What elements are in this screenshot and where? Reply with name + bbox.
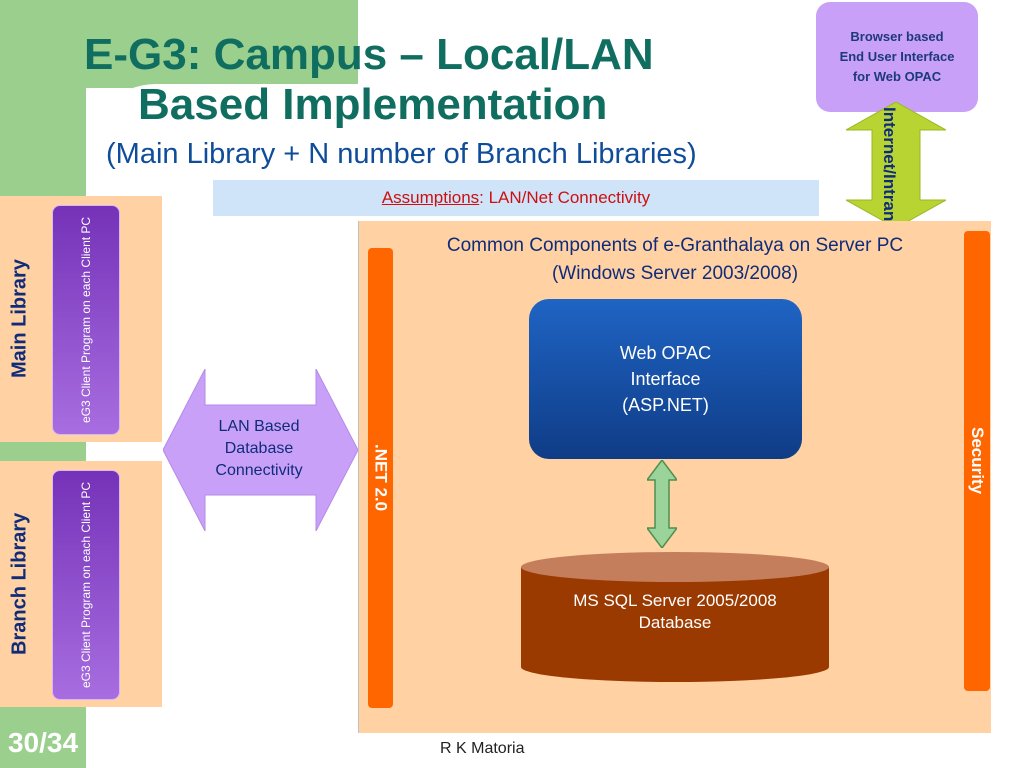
dotnet-bar: .NET 2.0 bbox=[368, 248, 393, 708]
assumptions-banner: Assumptions : LAN/Net Connectivity bbox=[213, 180, 819, 216]
internet-arrow bbox=[846, 102, 946, 228]
lan-connectivity-arrow bbox=[163, 369, 358, 531]
branch-library-client-box: eG3 Client Program on each Client PC bbox=[52, 470, 120, 700]
lan-line-1: LAN Based bbox=[218, 418, 300, 435]
assumptions-text: : LAN/Net Connectivity bbox=[479, 188, 651, 207]
main-library-label: Main Library bbox=[8, 259, 31, 379]
server-title-line-2: (Windows Server 2003/2008) bbox=[551, 263, 799, 284]
browser-line-1: Browser based bbox=[850, 29, 944, 44]
security-label: Security bbox=[968, 427, 987, 495]
branch-library-label: Branch Library bbox=[8, 512, 31, 656]
database-label: MS SQL Server 2005/2008 Database bbox=[522, 590, 828, 634]
security-bar: Security bbox=[964, 231, 990, 691]
database-cylinder bbox=[521, 552, 829, 682]
title-line-1: E-G3: Campus – Local/LAN bbox=[84, 30, 654, 79]
lan-line-3: Connectivity bbox=[215, 462, 303, 479]
db-line-1: MS SQL Server 2005/2008 bbox=[573, 591, 777, 610]
server-title-line-1: Common Components of e-Granthalaya on Se… bbox=[446, 235, 904, 256]
main-library-client-box: eG3 Client Program on each Client PC bbox=[52, 205, 120, 435]
web-opac-line-3: (ASP.NET) bbox=[622, 395, 709, 415]
db-line-2: Database bbox=[638, 613, 712, 632]
top-green-band bbox=[86, 0, 358, 88]
lan-arrow-label: LAN Based Database Connectivity bbox=[186, 416, 332, 482]
title-line-2: Based Implementation bbox=[138, 80, 608, 129]
browser-line-3: for Web OPAC bbox=[852, 69, 942, 84]
web-opac-line-2: Interface bbox=[630, 369, 701, 389]
opac-db-arrow bbox=[647, 460, 677, 548]
browser-line-2: End User Interface bbox=[839, 49, 955, 64]
browser-interface-box: Browser based End User Interface for Web… bbox=[816, 2, 978, 112]
lan-line-2: Database bbox=[224, 440, 294, 457]
author-name: R K Matoria bbox=[440, 740, 525, 757]
web-opac-box: Web OPAC Interface (ASP.NET) bbox=[529, 299, 802, 459]
slide-subtitle: (Main Library + N number of Branch Libra… bbox=[106, 138, 697, 170]
slide-title: E-G3: Campus – Local/LAN Based Implement… bbox=[84, 30, 784, 130]
server-title: Common Components of e-Granthalaya on Se… bbox=[360, 232, 990, 288]
internet-arrow-label: Internet/ Intranet bbox=[866, 107, 912, 236]
internet-line-1: Internet/ bbox=[880, 107, 899, 175]
web-opac-line-1: Web OPAC bbox=[619, 343, 712, 363]
page-number: 30/34 bbox=[7, 727, 79, 758]
dotnet-label: .NET 2.0 bbox=[371, 444, 391, 512]
assumptions-label: Assumptions bbox=[381, 188, 480, 207]
